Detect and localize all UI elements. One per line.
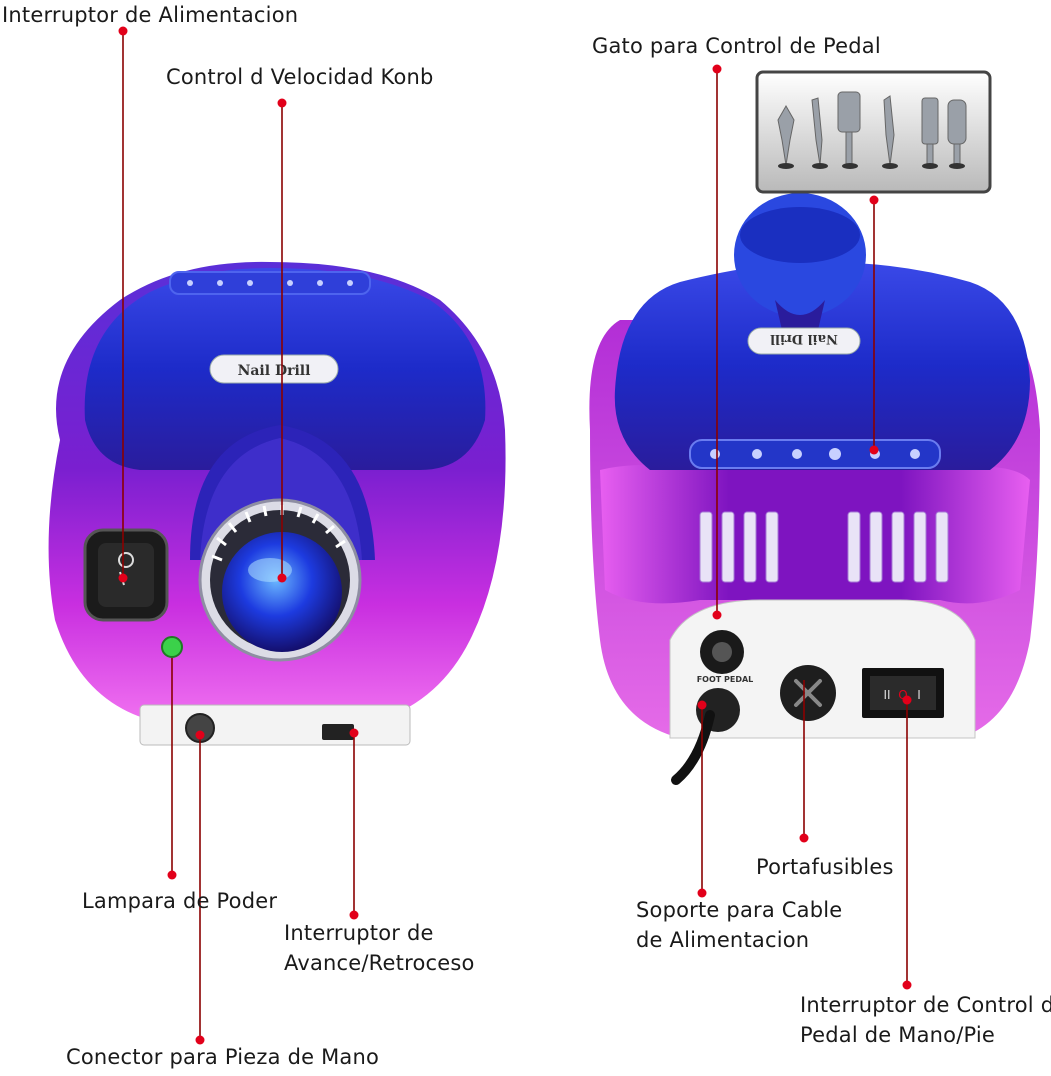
back-top-plate — [614, 262, 1030, 470]
back-device: Nail Drill FOOT PEDAL II O I — [589, 193, 1040, 785]
front-indicator-dots — [187, 280, 353, 286]
label-fwd-rev-switch: Interruptor de Avance/Retroceso — [284, 921, 475, 975]
back-vent-band — [600, 465, 1030, 604]
knob-scale-ticks — [211, 505, 346, 562]
front-badge-plate — [209, 354, 339, 384]
label-fuse-holder: Portafusibles — [756, 855, 894, 879]
callout-dots — [118, 26, 912, 1045]
switch-right-mark: I — [917, 688, 921, 702]
label-pedal-jack: Gato para Control de Pedal — [592, 34, 881, 58]
label-power-lamp: Lampara de Poder — [82, 889, 278, 913]
front-badge-text: Nail Drill — [238, 363, 311, 379]
label-power-cable-holder: Soporte para Cable de Alimentacion — [636, 898, 843, 952]
label-pedal-hand-foot-switch: Interruptor de Control de Pedal de Mano/… — [800, 993, 1051, 1047]
speed-knob[interactable] — [222, 532, 342, 652]
drill-bits — [777, 91, 967, 167]
front-indicator-strip — [169, 271, 371, 295]
label-handpiece-connector: Conector para Pieza de Mano — [66, 1045, 380, 1069]
foot-pedal-text: FOOT PEDAL — [697, 675, 754, 684]
switch-left-mark: II — [883, 688, 890, 702]
power-lamp — [161, 636, 183, 658]
label-power-switch: Interruptor de Alimentacion — [2, 3, 299, 27]
callout-lines — [122, 31, 908, 1040]
front-device: Nail Drill — [48, 261, 506, 746]
fwd-rev-switch[interactable] — [322, 724, 354, 740]
power-cable — [671, 710, 715, 785]
label-speed-knob: Control d Velocidad Konb — [166, 65, 434, 89]
back-badge-plate — [747, 327, 861, 355]
back-vents — [699, 511, 949, 583]
back-badge-text: Nail Drill — [770, 331, 838, 346]
switch-mid-mark: O — [898, 688, 907, 702]
front-bottom-panel — [139, 704, 411, 746]
back-indicator-strip — [689, 439, 941, 469]
drill-bits-inset — [755, 70, 992, 194]
